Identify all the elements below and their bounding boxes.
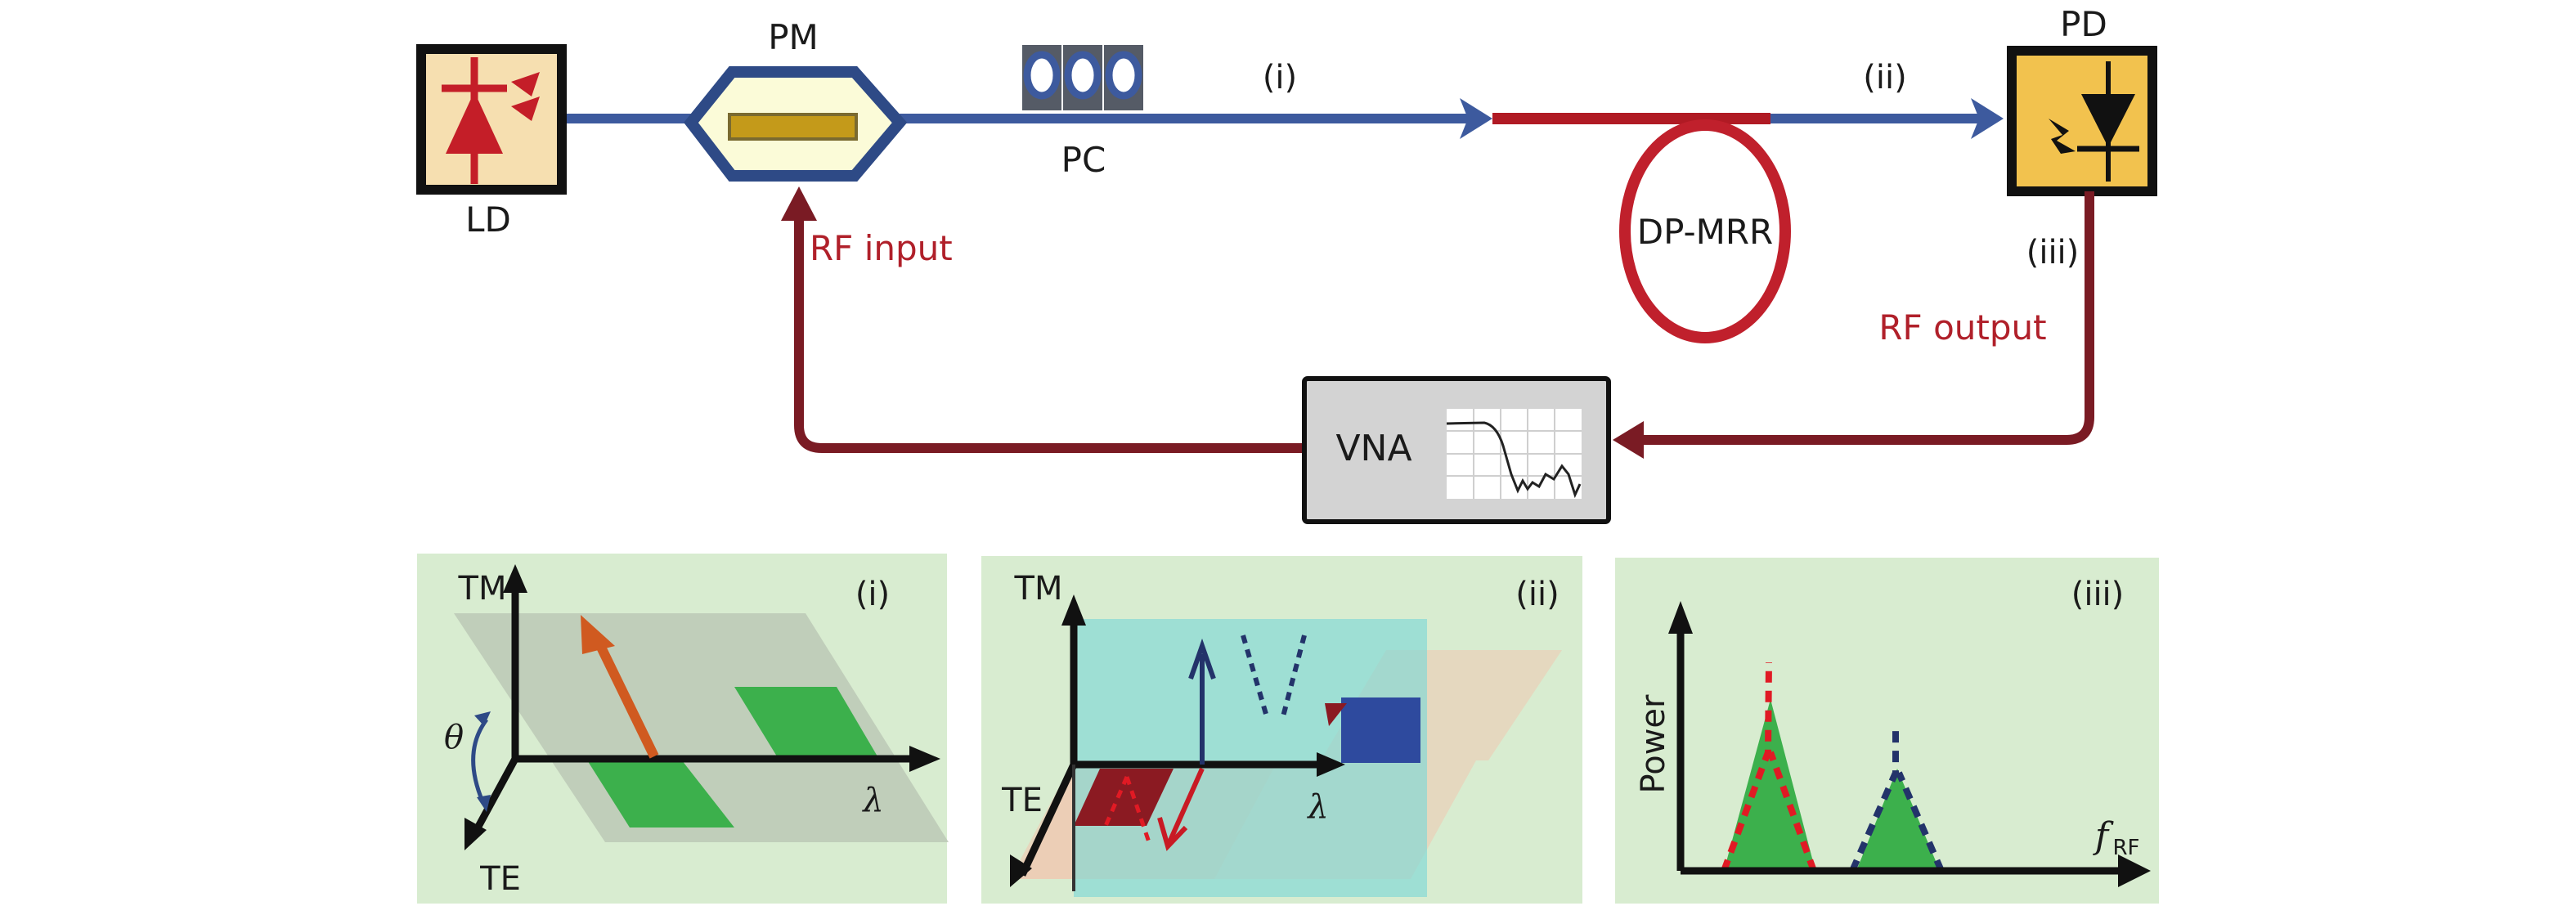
te-polarization-vector bbox=[1167, 767, 1205, 844]
panel-iii-axis-rf-subscript: RF bbox=[2112, 836, 2139, 860]
rf-output-label: RF output bbox=[1878, 307, 2046, 348]
laser-diode[interactable] bbox=[416, 44, 567, 195]
rotation-arrow-icon bbox=[471, 718, 489, 802]
light-arrows-icon bbox=[2049, 119, 2076, 154]
panel-ii-axis-tm: TM bbox=[1014, 570, 1063, 608]
te-band bbox=[1074, 769, 1174, 826]
microring-resonator[interactable] bbox=[1492, 113, 1791, 343]
panel-iii-tag: (iii) bbox=[2071, 576, 2125, 613]
polarization-plane bbox=[454, 613, 949, 842]
rf-input-label: RF input bbox=[810, 228, 953, 268]
panel-ii-tag: (ii) bbox=[1515, 576, 1559, 613]
panel-iii bbox=[1615, 558, 2159, 904]
polarization-controller[interactable] bbox=[1022, 45, 1143, 110]
spectral-band-tm bbox=[734, 687, 877, 756]
panel-iii-axis-power: Power bbox=[1635, 694, 1672, 793]
panel-ii-axis-te: TE bbox=[1001, 782, 1043, 819]
pd-label: PD bbox=[2060, 4, 2107, 44]
peak-1-fill bbox=[1724, 699, 1815, 871]
rf-cable bbox=[781, 186, 2094, 459]
panel-i-axis-tm: TM bbox=[458, 570, 507, 608]
panel-i-angle-label: θ bbox=[444, 719, 464, 756]
phase-modulator[interactable] bbox=[684, 66, 908, 182]
point-ii-label: (ii) bbox=[1863, 59, 1906, 96]
peak-2-fill bbox=[1856, 769, 1940, 871]
vector-network-analyzer[interactable] bbox=[1302, 376, 1611, 524]
spectral-band-te bbox=[585, 756, 734, 828]
pm-label: PM bbox=[768, 17, 819, 57]
panel-i-tag: (i) bbox=[855, 576, 890, 613]
pc-label: PC bbox=[1061, 140, 1106, 180]
vna-response-trace bbox=[1446, 421, 1582, 499]
optical-fiber bbox=[564, 98, 2004, 139]
vna-label: VNA bbox=[1335, 428, 1411, 469]
panel-i-axis-te: TE bbox=[479, 860, 521, 898]
point-i-label: (i) bbox=[1263, 59, 1297, 96]
ld-label: LD bbox=[465, 200, 511, 240]
panel-ii-axis-lambda: λ bbox=[1306, 788, 1328, 826]
tm-band bbox=[1341, 697, 1420, 763]
photodetector[interactable] bbox=[2007, 46, 2157, 196]
peak-1-envelope bbox=[1721, 662, 1817, 872]
peak-2-envelope bbox=[1849, 724, 1945, 872]
panel-i-axis-lambda: λ bbox=[861, 782, 883, 819]
point-iii-label: (iii) bbox=[2026, 234, 2080, 271]
mrr-label: DP-MRR bbox=[1637, 212, 1774, 252]
polarization-vector bbox=[590, 631, 659, 759]
panel-i bbox=[417, 554, 949, 904]
emission-arrows-icon bbox=[511, 72, 540, 121]
panel-ii bbox=[981, 556, 1582, 904]
